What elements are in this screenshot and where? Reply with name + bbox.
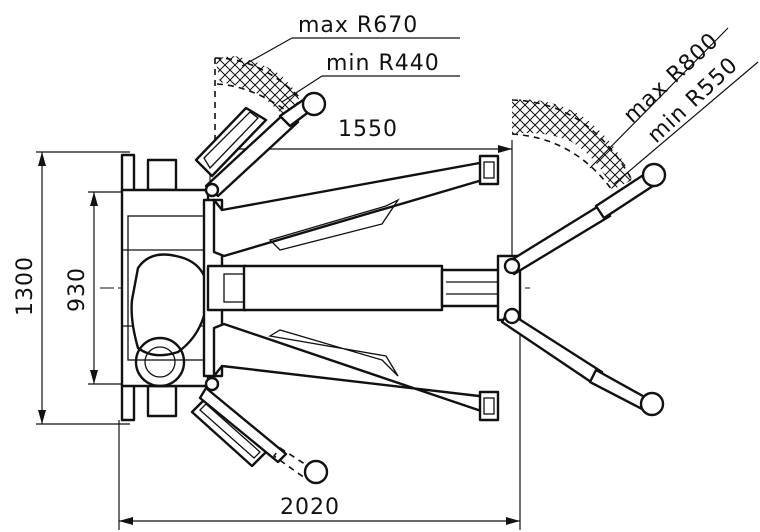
centre-beam: [242, 254, 522, 322]
right-lower-arm: [500, 307, 665, 417]
radius-leaders: [241, 27, 759, 185]
label-max-r670: max R670: [298, 13, 418, 38]
upper-short-arm: [194, 91, 327, 198]
label-1550: 1550: [338, 117, 398, 142]
label-min-r440: min R440: [326, 51, 440, 76]
lower-short-arm: [190, 376, 329, 485]
lift-column: [120, 153, 210, 422]
reach-zone-right: [511, 99, 633, 191]
label-930: 930: [65, 267, 90, 312]
lower-long-arm: [212, 322, 500, 422]
upper-long-arm: [212, 154, 500, 258]
label-2020: 2020: [280, 495, 340, 520]
label-1300: 1300: [13, 256, 38, 316]
dimension-overall-length: [118, 310, 521, 530]
dimension-overall-width: [36, 151, 130, 425]
right-upper-arm: [503, 162, 667, 276]
